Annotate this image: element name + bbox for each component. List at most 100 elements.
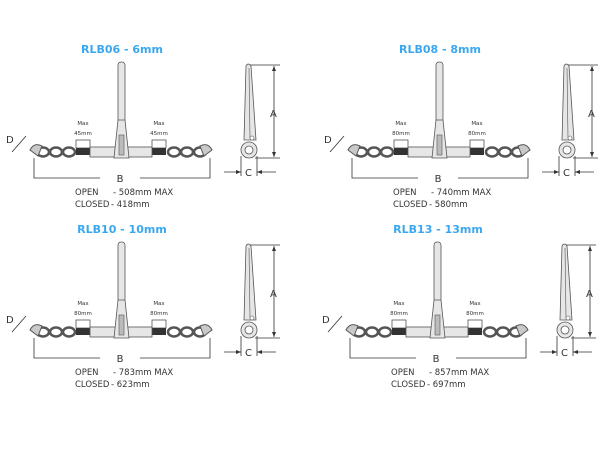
hook-left	[29, 324, 43, 337]
handle-rod	[433, 241, 442, 303]
open-label: OPEN	[75, 368, 99, 378]
b-label: B	[117, 354, 124, 365]
chain-link	[61, 326, 77, 338]
open-label: OPEN	[75, 188, 99, 198]
max-value-right: 45mm	[150, 131, 168, 137]
b-dimension-line	[351, 158, 529, 179]
closed-value: - 580mm	[429, 200, 468, 210]
ratchet-slot	[118, 314, 125, 336]
a-dimension-line	[568, 64, 598, 159]
take-up-gap-left	[75, 139, 91, 149]
take-up-gap-left	[75, 319, 91, 329]
take-up-gap-right	[467, 319, 483, 329]
max-value-left: 45mm	[74, 131, 92, 137]
a-label: A	[586, 289, 593, 300]
max-value-left: 80mm	[390, 311, 408, 317]
threaded-end-right	[152, 148, 166, 155]
b-dimension-line	[33, 158, 211, 179]
c-label: C	[563, 168, 570, 179]
side-view-groove	[248, 67, 251, 139]
open-value: - 740mm MAX	[431, 188, 491, 198]
ratchet-slot	[436, 134, 443, 156]
chain-link	[179, 326, 195, 338]
panel-title: RLB08 - 8mm	[399, 43, 481, 56]
chain-link	[48, 146, 64, 158]
open-label: OPEN	[393, 188, 417, 198]
hook-left	[29, 144, 43, 157]
b-label: B	[117, 174, 124, 185]
chain-link	[166, 326, 182, 338]
d-dimension-line	[11, 135, 27, 153]
side-view-pin	[565, 315, 571, 321]
chain-link	[48, 326, 64, 338]
hook-right	[515, 324, 529, 337]
take-up-gap-right	[469, 139, 485, 149]
d-label: D	[6, 315, 14, 326]
closed-label: CLOSED	[393, 200, 428, 210]
chain-link	[482, 326, 498, 338]
side-view-handle	[243, 63, 257, 141]
handle-rod	[117, 61, 126, 123]
d-label: D	[324, 135, 332, 146]
threaded-end-left	[76, 148, 90, 155]
open-label: OPEN	[391, 368, 415, 378]
hook-left	[347, 144, 361, 157]
chain-link	[61, 146, 77, 158]
side-view-pin	[249, 315, 255, 321]
threaded-end-left	[394, 148, 408, 155]
threaded-end-right	[470, 148, 484, 155]
side-view-eye-hole	[562, 145, 572, 155]
b-dimension-line	[349, 338, 527, 359]
c-dimension-line	[540, 336, 592, 356]
max-label-right: Max	[471, 121, 483, 127]
open-value: - 508mm MAX	[113, 188, 173, 198]
c-dimension-line	[224, 336, 276, 356]
max-label-right: Max	[153, 121, 165, 127]
c-dimension-line	[224, 156, 276, 176]
max-value-left: 80mm	[392, 131, 410, 137]
a-label: A	[588, 109, 595, 120]
b-dimension-line	[33, 338, 211, 359]
side-view-eye-hole	[244, 325, 254, 335]
chain-link	[495, 326, 511, 338]
threaded-end-right	[468, 328, 482, 335]
chain-link	[377, 326, 393, 338]
c-label: C	[561, 348, 568, 359]
a-dimension-line	[250, 244, 280, 339]
handle-rod	[117, 241, 126, 303]
side-view-pin	[567, 135, 573, 141]
max-value-right: 80mm	[466, 311, 484, 317]
closed-value: - 623mm	[111, 380, 150, 390]
hook-right	[199, 324, 213, 337]
max-value-right: 80mm	[468, 131, 486, 137]
chain-link	[379, 146, 395, 158]
a-dimension-line	[566, 244, 596, 339]
c-label: C	[245, 168, 252, 179]
c-dimension-line	[542, 156, 594, 176]
closed-value: - 418mm	[111, 200, 150, 210]
chain-link	[484, 146, 500, 158]
take-up-gap-right	[151, 139, 167, 149]
panel-title: RLB10 - 10mm	[77, 223, 167, 236]
d-dimension-line	[329, 135, 345, 153]
open-value: - 783mm MAX	[113, 368, 173, 378]
ratchet-slot	[118, 134, 125, 156]
side-view-groove	[566, 67, 569, 139]
d-label: D	[6, 135, 14, 146]
max-label-right: Max	[469, 301, 481, 307]
d-dimension-line	[327, 315, 343, 333]
max-label-left: Max	[77, 121, 89, 127]
chain-link	[179, 146, 195, 158]
take-up-gap-right	[151, 319, 167, 329]
d-dimension-line	[11, 315, 27, 333]
side-view-handle	[559, 243, 573, 321]
c-label: C	[245, 348, 252, 359]
max-label-left: Max	[395, 121, 407, 127]
take-up-gap-left	[393, 139, 409, 149]
b-label: B	[433, 354, 440, 365]
hook-right	[517, 144, 531, 157]
